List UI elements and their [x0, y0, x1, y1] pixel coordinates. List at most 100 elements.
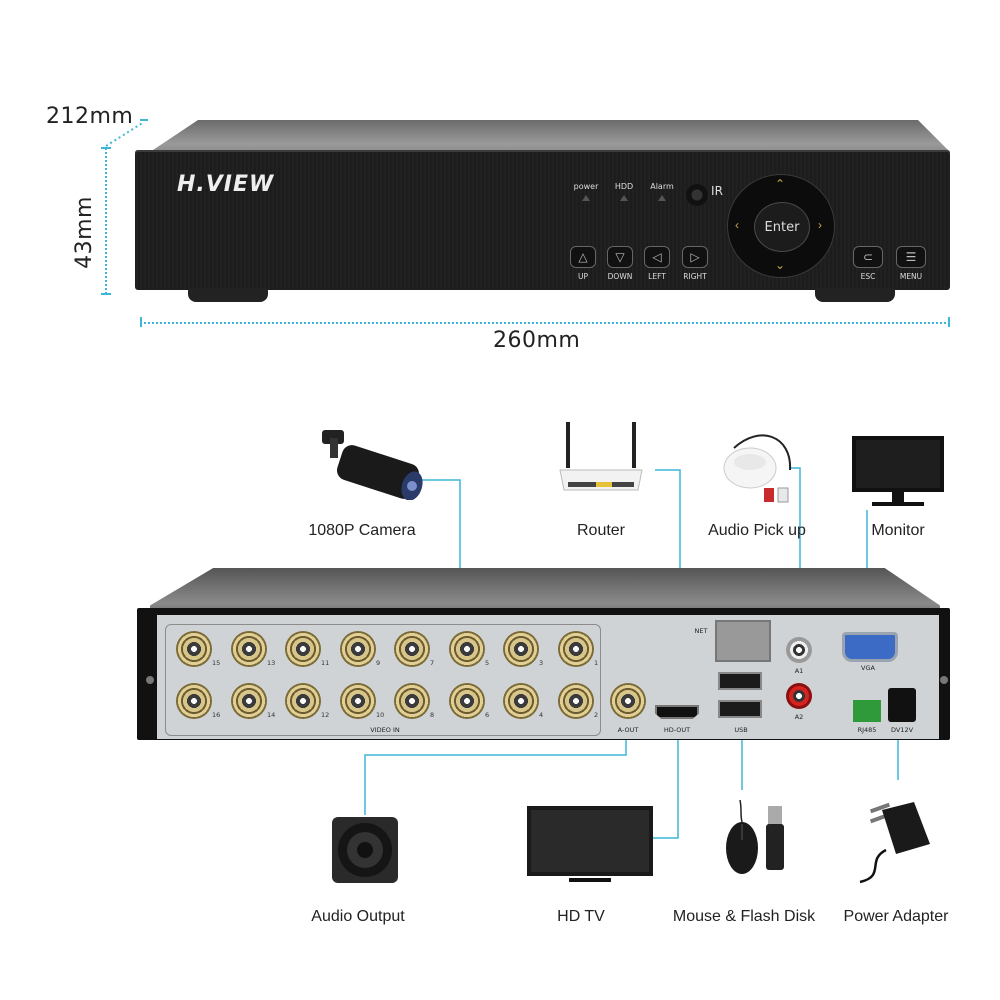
- ir-label: IR: [711, 184, 723, 198]
- video-in-channel-number: 12: [321, 711, 330, 719]
- video-in-channel-number: 14: [267, 711, 276, 719]
- usb-label: USB: [734, 726, 748, 734]
- usb-port-top[interactable]: [718, 672, 762, 690]
- a1-label: A1: [794, 667, 804, 675]
- left-button[interactable]: ◁: [644, 246, 670, 268]
- video-in-bnc-port[interactable]: [503, 683, 539, 719]
- dc-power-jack[interactable]: [888, 688, 916, 722]
- monitor-label: Monitor: [871, 522, 925, 539]
- brand-logo: H.VIEW: [177, 172, 275, 197]
- power-adapter-label: Power Adapter: [843, 908, 949, 925]
- video-in-bnc-port[interactable]: [394, 683, 430, 719]
- alarm-led: [658, 195, 666, 201]
- rj485-terminal[interactable]: [853, 700, 881, 722]
- audio-out-bnc-port[interactable]: [610, 683, 646, 719]
- height-dimension-tick-top: [101, 147, 111, 149]
- nav-left-arrow-icon[interactable]: ‹: [735, 218, 739, 232]
- right-button-label: RIGHT: [683, 272, 707, 281]
- video-in-channel-number: 11: [321, 659, 330, 667]
- mouse-flash-icon: [726, 799, 784, 874]
- video-in-channel-number: 7: [430, 659, 435, 667]
- usb-port-bottom[interactable]: [718, 700, 762, 718]
- left-button-label: LEFT: [648, 272, 666, 281]
- enter-button[interactable]: Enter: [754, 202, 810, 252]
- dvr-rear-plate: [157, 615, 939, 739]
- monitor-icon: [852, 436, 944, 506]
- width-dimension-tick-left: [140, 317, 142, 327]
- ir-sensor: [686, 184, 708, 206]
- video-in-group: [165, 624, 601, 736]
- a2-label: A2: [794, 713, 804, 721]
- esc-button-label: ESC: [860, 272, 876, 281]
- router-icon: [559, 422, 643, 491]
- video-in-channel-number: 16: [212, 711, 221, 719]
- video-in-bnc-port[interactable]: [285, 683, 321, 719]
- speaker-icon: [332, 817, 398, 883]
- hdmi-label: HD-OUT: [663, 726, 691, 734]
- power-led: [582, 195, 590, 201]
- screw-right: [940, 676, 948, 684]
- up-button-label: UP: [577, 272, 588, 281]
- video-in-channel-number: 1: [594, 659, 599, 667]
- video-in-channel-number: 5: [485, 659, 490, 667]
- video-in-channel-number: 9: [376, 659, 381, 667]
- width-dimension-label: 260mm: [493, 328, 581, 353]
- up-button[interactable]: △: [570, 246, 596, 268]
- video-in-channel-number: 3: [539, 659, 544, 667]
- video-in-channel-number: 8: [430, 711, 435, 719]
- video-in-channel-number: 13: [267, 659, 276, 667]
- menu-button-label: MENU: [899, 272, 923, 281]
- hdmi-port[interactable]: [655, 705, 699, 719]
- audio-in-a2-port[interactable]: [786, 683, 812, 709]
- rj485-label: RJ485: [857, 726, 877, 734]
- video-in-bnc-port[interactable]: [503, 631, 539, 667]
- audio-output-label: Audio Output: [311, 908, 405, 925]
- menu-button[interactable]: ☰: [896, 246, 926, 268]
- width-dimension-line: [140, 322, 950, 324]
- net-label: NET: [694, 627, 708, 635]
- video-in-bnc-port[interactable]: [449, 683, 485, 719]
- audio-pickup-icon: [723, 434, 792, 503]
- audio-out-label: A-OUT: [617, 726, 639, 734]
- video-in-channel-number: 6: [485, 711, 490, 719]
- video-in-label: VIDEO IN: [370, 726, 400, 734]
- video-in-bnc-port[interactable]: [449, 631, 485, 667]
- nav-up-arrow-icon[interactable]: ⌃: [775, 177, 786, 191]
- height-dimension-tick-bottom: [101, 293, 111, 295]
- video-in-channel-number: 10: [376, 711, 385, 719]
- esc-button[interactable]: ⊂: [853, 246, 883, 268]
- hdd-indicator-label: HDD: [614, 182, 634, 191]
- width-dimension-tick-right: [948, 317, 950, 327]
- vga-port[interactable]: [842, 632, 898, 662]
- screw-left: [146, 676, 154, 684]
- video-in-bnc-port[interactable]: [394, 631, 430, 667]
- router-label: Router: [576, 522, 626, 539]
- vga-label: VGA: [861, 664, 875, 672]
- ethernet-port[interactable]: [715, 620, 771, 662]
- video-in-bnc-port[interactable]: [231, 631, 267, 667]
- video-in-bnc-port[interactable]: [285, 631, 321, 667]
- dvr-foot-right: [815, 288, 895, 302]
- audio-pickup-label: Audio Pick up: [708, 522, 806, 539]
- video-in-channel-number: 15: [212, 659, 221, 667]
- height-dimension-line: [105, 148, 107, 294]
- audio-in-a1-port[interactable]: [786, 637, 812, 663]
- mouse-flash-label: Mouse & Flash Disk: [672, 908, 816, 925]
- video-in-bnc-port[interactable]: [340, 631, 376, 667]
- video-in-bnc-port[interactable]: [231, 683, 267, 719]
- power-adapter-icon: [859, 802, 930, 884]
- nav-right-arrow-icon[interactable]: ›: [818, 218, 822, 232]
- dc-label: DV12V: [890, 726, 914, 734]
- video-in-bnc-port[interactable]: [558, 683, 594, 719]
- video-in-bnc-port[interactable]: [340, 683, 376, 719]
- depth-dimension-line: [105, 121, 145, 147]
- right-button[interactable]: ▷: [682, 246, 708, 268]
- video-in-bnc-port[interactable]: [176, 631, 212, 667]
- video-in-channel-number: 4: [539, 711, 544, 719]
- nav-down-arrow-icon[interactable]: ⌄: [775, 258, 786, 272]
- hdtv-label: HD TV: [557, 908, 605, 925]
- down-button[interactable]: ▽: [607, 246, 633, 268]
- video-in-bnc-port[interactable]: [176, 683, 212, 719]
- video-in-bnc-port[interactable]: [558, 631, 594, 667]
- hdd-led: [620, 195, 628, 201]
